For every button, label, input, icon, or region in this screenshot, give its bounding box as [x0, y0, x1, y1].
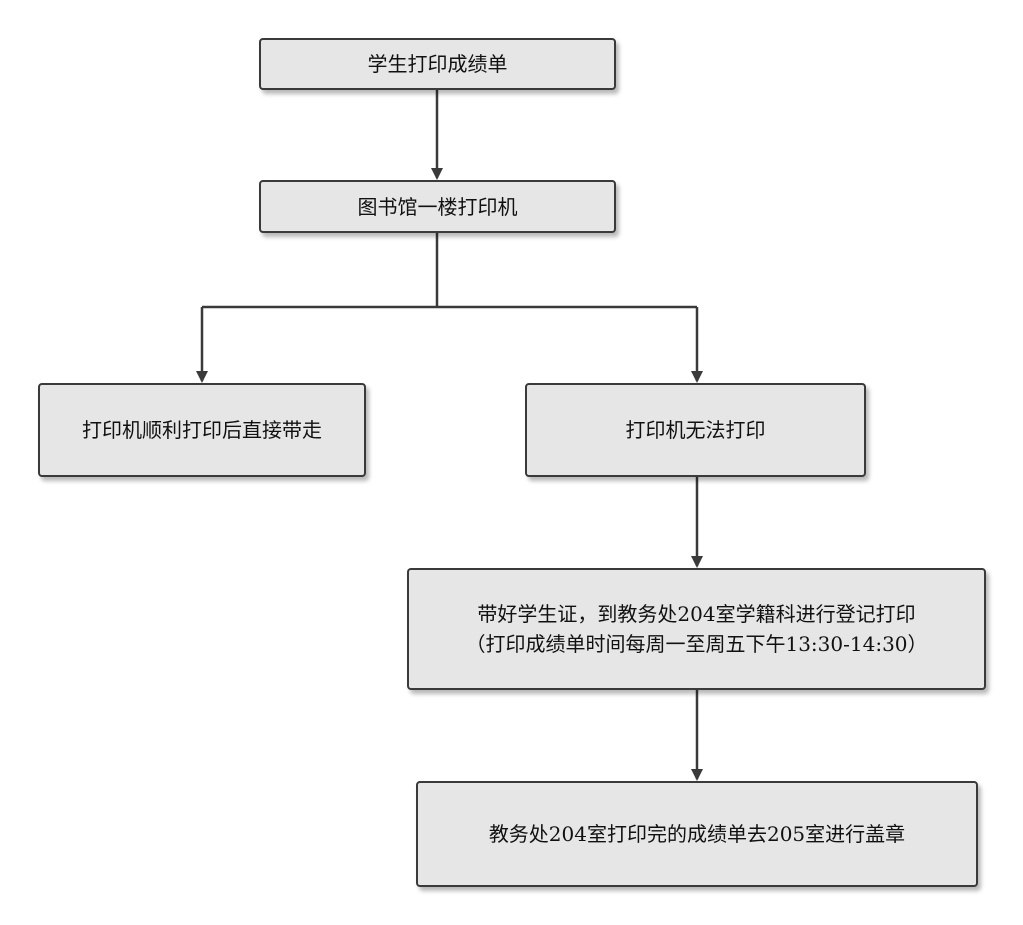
node-academic-office: 带好学生证，到教务处204室学籍科进行登记打印 （打印成绩单时间每周一至周五下午… — [407, 568, 986, 690]
node-print-transcript: 学生打印成绩单 — [259, 38, 616, 90]
node-label: 打印机顺利打印后直接带走 — [82, 418, 322, 442]
node-label: 打印机无法打印 — [625, 418, 766, 442]
node-print-failure: 打印机无法打印 — [525, 383, 866, 477]
node-label-line1: 带好学生证，到教务处204室学籍科进行登记打印 — [477, 602, 916, 626]
node-stamp: 教务处204室打印完的成绩单去205室进行盖章 — [416, 781, 978, 887]
node-label: 图书馆一楼打印机 — [357, 194, 518, 219]
node-library-printer: 图书馆一楼打印机 — [259, 180, 616, 233]
node-label: 学生打印成绩单 — [367, 52, 508, 76]
node-print-success: 打印机顺利打印后直接带走 — [38, 383, 366, 477]
node-label-line2: （打印成绩单时间每周一至周五下午13:30-14:30） — [465, 632, 928, 656]
node-label: 教务处204室打印完的成绩单去205室进行盖章 — [488, 822, 906, 846]
